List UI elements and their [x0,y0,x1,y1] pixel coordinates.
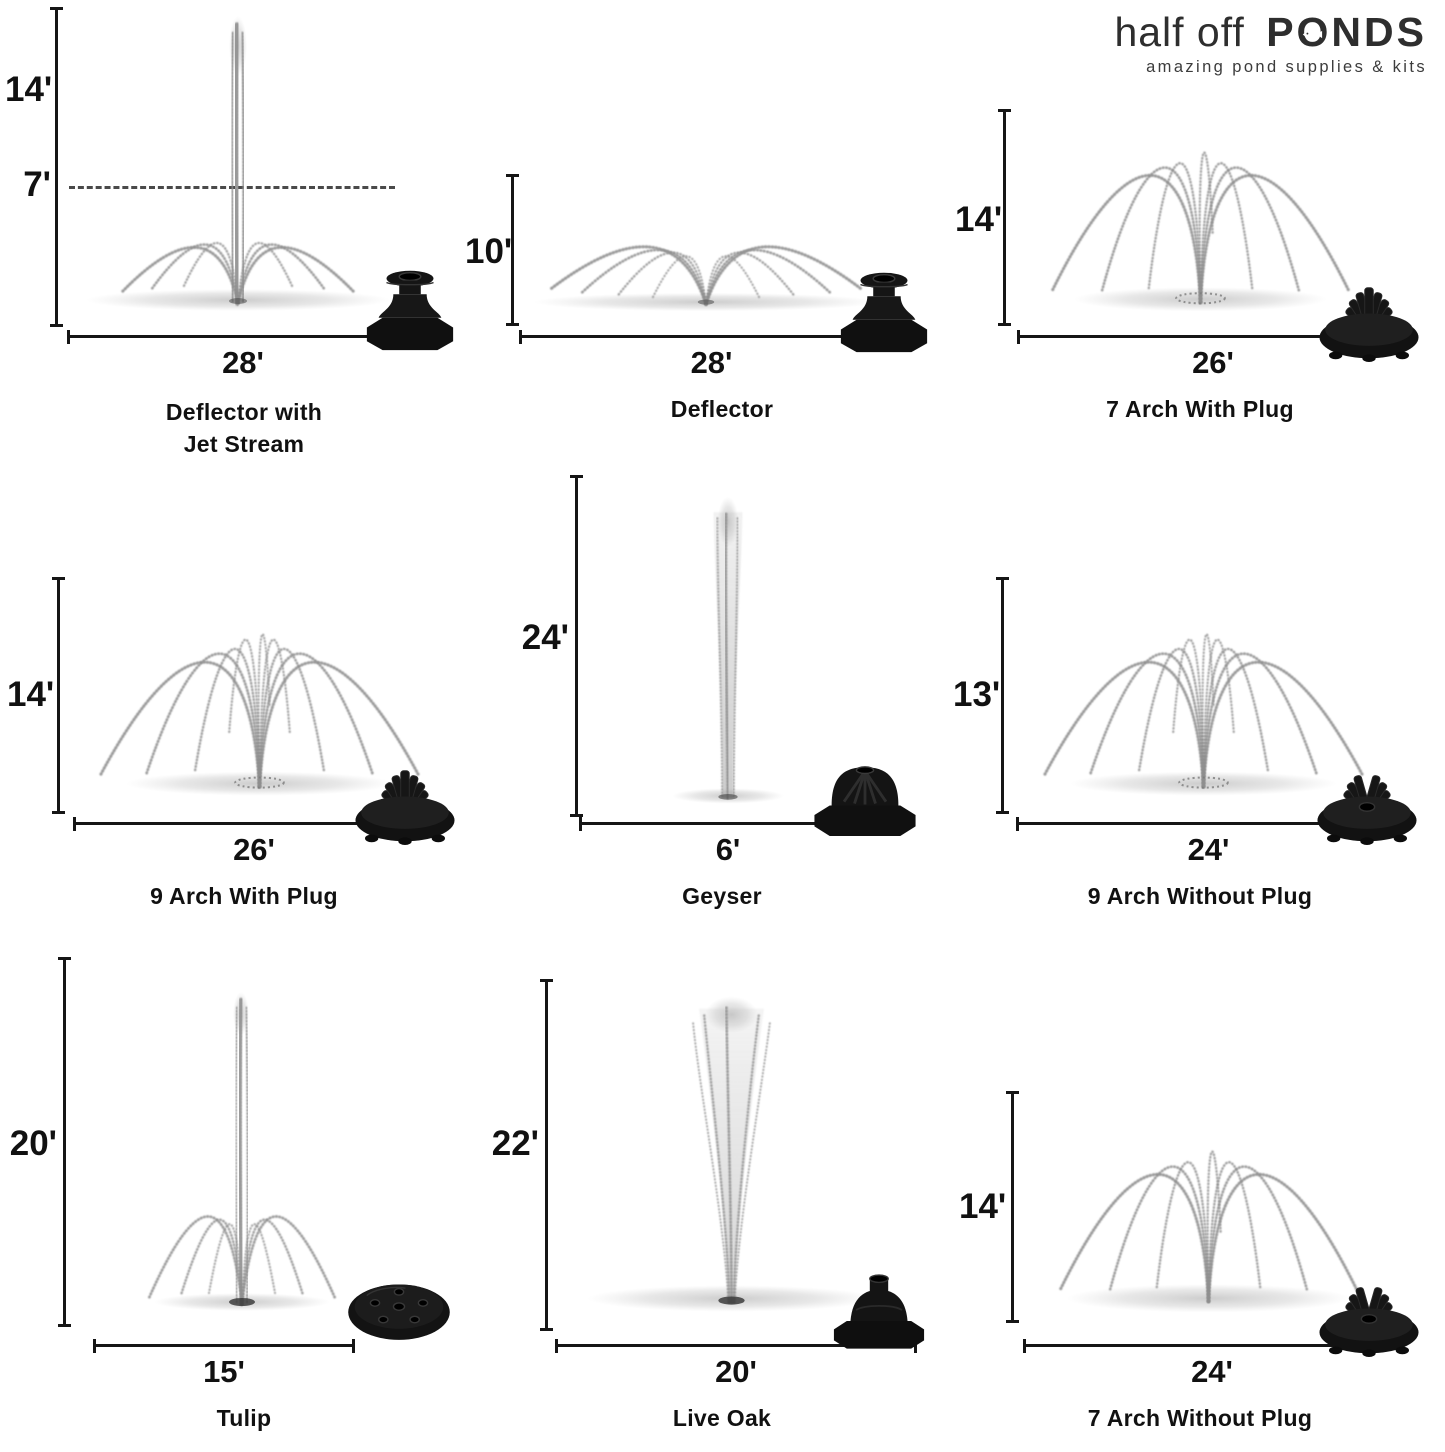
live-oak-nozzle-icon [833,1274,925,1349]
figure: 24' [483,470,961,836]
figure: 20' [5,952,483,1344]
width-label: 20' [715,1354,757,1389]
width-label: 24' [1187,832,1230,867]
brand-title: half off PONDS [1114,9,1427,55]
width-label: 26' [233,832,275,867]
fountain-card-deflector-jet-stream: 14' 7' [5,0,483,470]
figure: 14' [5,470,483,846]
multi-arch-open-nozzle-icon [1317,775,1417,846]
height-label: 14' [955,200,1003,239]
horizontal-dimension-line [93,1338,355,1353]
figure: 14' [959,952,1439,1358]
height-label: 14' [7,675,55,714]
fountain-card-tulip: 20' [5,952,483,1452]
vertical-dimension-line [1006,1091,1019,1323]
width-dimension: 28' [519,329,904,381]
vertical-dimension-line [52,577,65,814]
multi-arch-plug-nozzle-icon [355,770,455,846]
deflector-jet-stream-spray-illustration [86,16,390,311]
vertical-dimension-line [50,7,63,327]
fountain-name: 7 Arch Without Plug [1087,1405,1313,1431]
height-label: 20' [9,1124,57,1163]
nine-arch-spray-illustration [98,633,421,796]
fountain-name: Live Oak [672,1405,772,1431]
seven-arch-spray-illustration [1049,151,1352,312]
multi-arch-open-nozzle-icon [1319,1287,1419,1358]
figure: 10' [465,0,961,353]
nine-arch-spray-illustration [1042,633,1365,796]
width-dimension: 26' [1017,329,1409,381]
fountain-card-7-arch-with-plug: 14' [955,0,1439,470]
brand-title-caps: PONDS [1266,9,1427,55]
width-label: 6' [715,832,741,867]
height-label: 22' [491,1124,539,1163]
vertical-dimension-line [570,475,583,817]
height-label: 24' [521,618,569,657]
fountain-name: Deflector [670,396,774,422]
fountain-card-deflector: 10' [465,0,961,470]
height-label: 14' [959,1187,1007,1226]
fountain-card-live-oak: 22' 20' Live O [483,952,961,1452]
width-label: 15' [203,1354,245,1389]
fish-icon [1303,30,1323,39]
vertical-dimension-line [996,577,1009,814]
deflector-nozzle-icon [840,272,928,353]
width-dimension: 15' [93,1338,355,1390]
fountain-name: 7 Arch With Plug [1106,396,1294,422]
height-label: 13' [953,675,1001,714]
width-label: 24' [1191,1354,1233,1389]
geyser-nozzle-icon [814,766,916,836]
figure: 13' [953,470,1439,846]
figure: 22' [483,952,961,1349]
vertical-dimension-line [506,174,519,326]
width-dimension: 26' [73,816,435,868]
width-label: 26' [1192,345,1234,380]
live-oak-spray-illustration [587,996,876,1312]
geyser-spray-illustration [672,496,784,804]
fountain-card-7-arch-without-plug: 14' [959,952,1439,1452]
deflector-nozzle-icon [366,270,454,351]
fountain-name: 9 Arch Without Plug [1087,883,1313,909]
fountain-name: 9 Arch With Plug [150,883,338,909]
brand-tagline: amazing pond supplies & kits [1146,58,1427,77]
fountain-name: Geyser [682,883,762,909]
multi-arch-plug-nozzle-icon [1319,287,1419,363]
figure: 14' [955,0,1439,363]
width-dimension: 6' [579,816,877,868]
width-label: 28' [222,345,264,380]
brand-title-script: half off [1114,9,1245,55]
fountain-card-9-arch-with-plug: 14' [5,470,483,952]
height-label: 10' [465,232,513,271]
deflector-spray-illustration [533,245,879,312]
fountain-card-geyser: 24' 6' Geyser [483,470,961,952]
fountain-name: Deflector with Jet Stream [165,399,323,458]
tulip-disc-nozzle-icon [348,1284,450,1340]
vertical-dimension-line [998,109,1011,326]
fountain-card-9-arch-without-plug: 13' [953,470,1439,952]
tulip-spray-illustration [147,992,337,1311]
height-label-secondary: 7' [23,165,51,204]
seven-arch-spray-illustration [1057,1150,1360,1313]
height-label: 14' [5,70,53,109]
width-label: 28' [690,345,733,380]
vertical-dimension-line [540,979,553,1331]
width-dimension: 24' [1016,816,1401,868]
brand-logo: half off PONDS amazing pond supplies & k… [1114,9,1427,77]
figure: 14' 7' [5,0,483,351]
vertical-dimension-line [58,957,71,1327]
fountain-name: Tulip [216,1405,272,1431]
